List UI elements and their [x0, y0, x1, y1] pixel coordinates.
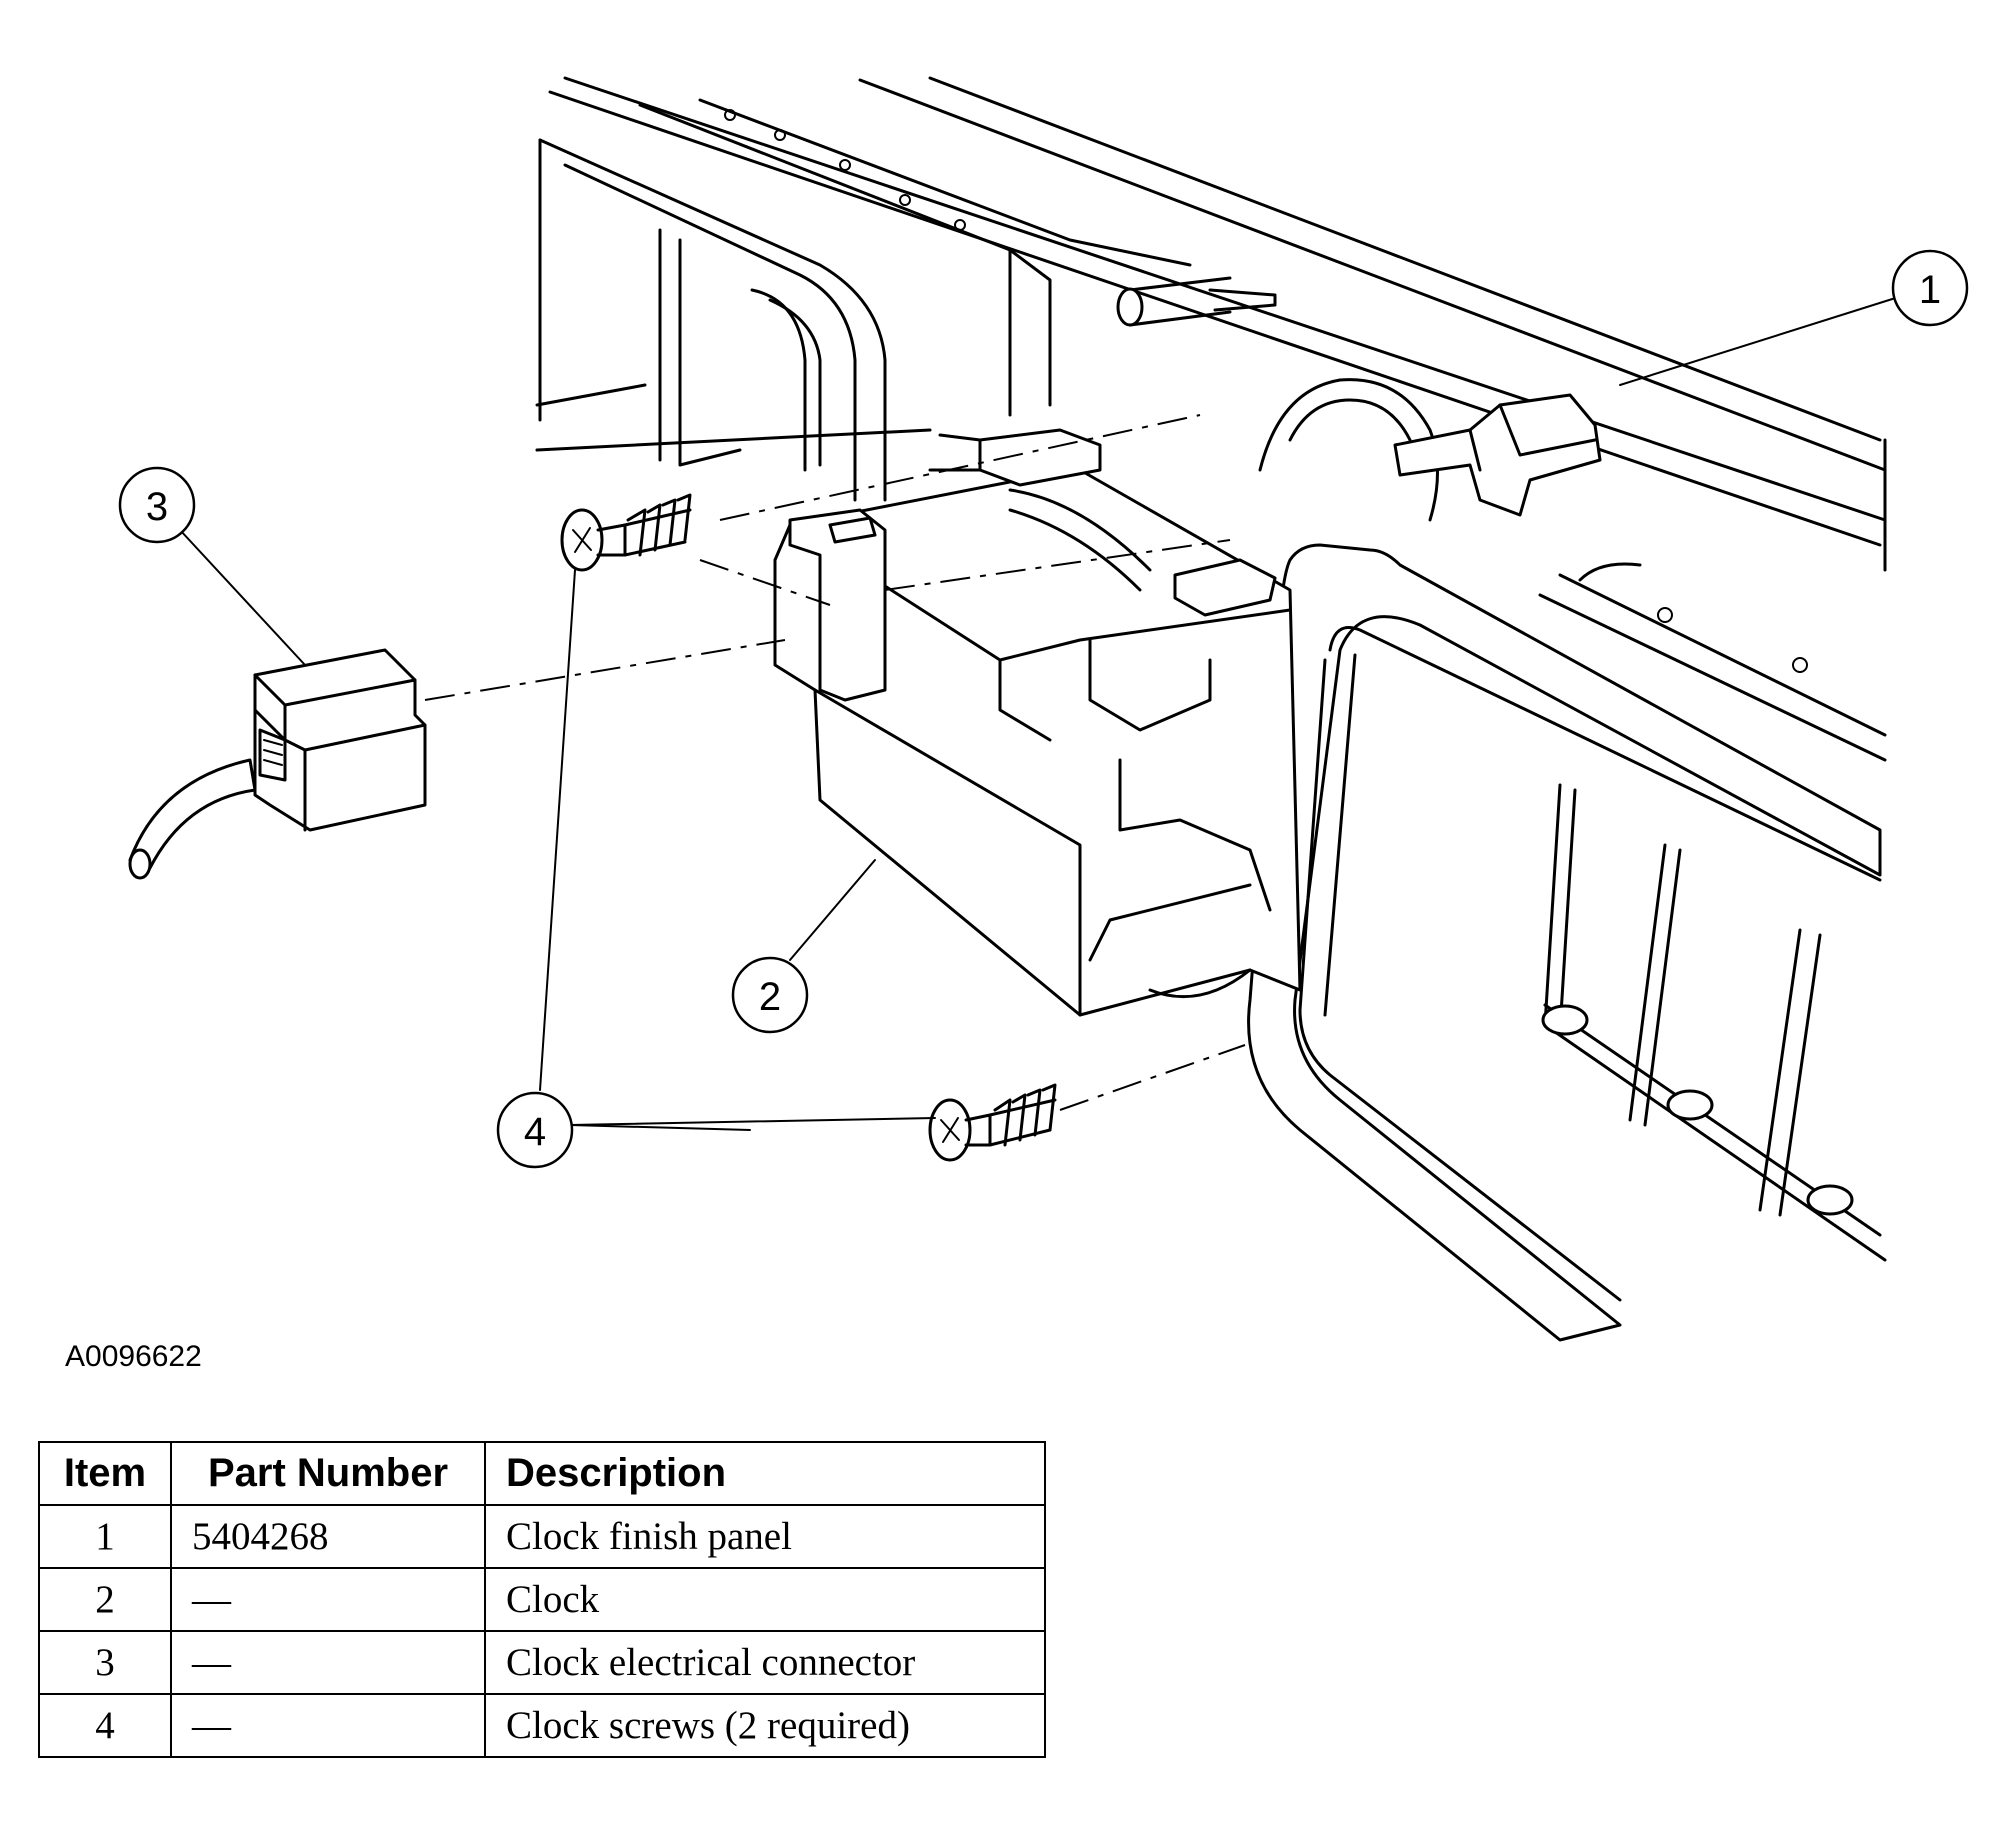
- callout-1-label: 1: [1919, 268, 1941, 312]
- clock-body: [773, 428, 1302, 1017]
- cell-description: Clock finish panel: [484, 1504, 1046, 1569]
- callout-2: 2: [731, 956, 809, 1034]
- electrical-connector: [128, 648, 427, 880]
- cell-part-number: —: [170, 1567, 486, 1632]
- cell-part-number: —: [170, 1630, 486, 1695]
- clock-screw-lower: [928, 1083, 1057, 1162]
- callout-3: 3: [118, 466, 196, 544]
- leader-lines: [179, 294, 1906, 1131]
- table-row: 1 5404268 Clock finish panel: [38, 1504, 1046, 1569]
- table-row: 4 — Clock screws (2 required): [38, 1693, 1046, 1758]
- clock-finish-panel: [1247, 543, 1882, 1342]
- cell-description: Clock: [484, 1567, 1046, 1632]
- cell-item: 2: [38, 1567, 172, 1632]
- instrument-panel-structure: [535, 76, 1887, 1262]
- cell-item: 3: [38, 1630, 172, 1695]
- header-description: Description: [484, 1441, 1046, 1506]
- callout-1: 1: [1891, 249, 1969, 327]
- callout-4-label: 4: [524, 1110, 546, 1154]
- cell-part-number: 5404268: [170, 1504, 486, 1569]
- cell-part-number: —: [170, 1693, 486, 1758]
- exploded-view-illustration: 1 2 3 4: [118, 76, 1969, 1342]
- table-row: 3 — Clock electrical connector: [38, 1630, 1046, 1695]
- cell-description: Clock electrical connector: [484, 1630, 1046, 1695]
- callout-4: 4: [496, 1091, 574, 1169]
- callout-2-label: 2: [759, 975, 781, 1019]
- cell-item: 1: [38, 1504, 172, 1569]
- alignment-lines: [424, 414, 1246, 1111]
- figure-id: A0096622: [65, 1340, 202, 1373]
- clock-screw-upper: [560, 493, 692, 572]
- table-header-row: Item Part Number Description: [38, 1441, 1046, 1506]
- callout-3-label: 3: [146, 485, 168, 529]
- cell-item: 4: [38, 1693, 172, 1758]
- parts-table: Item Part Number Description 1 5404268 C…: [38, 1441, 1046, 1758]
- header-part-number: Part Number: [170, 1441, 486, 1506]
- header-item: Item: [38, 1441, 172, 1506]
- table-row: 2 — Clock: [38, 1567, 1046, 1632]
- cell-description: Clock screws (2 required): [484, 1693, 1046, 1758]
